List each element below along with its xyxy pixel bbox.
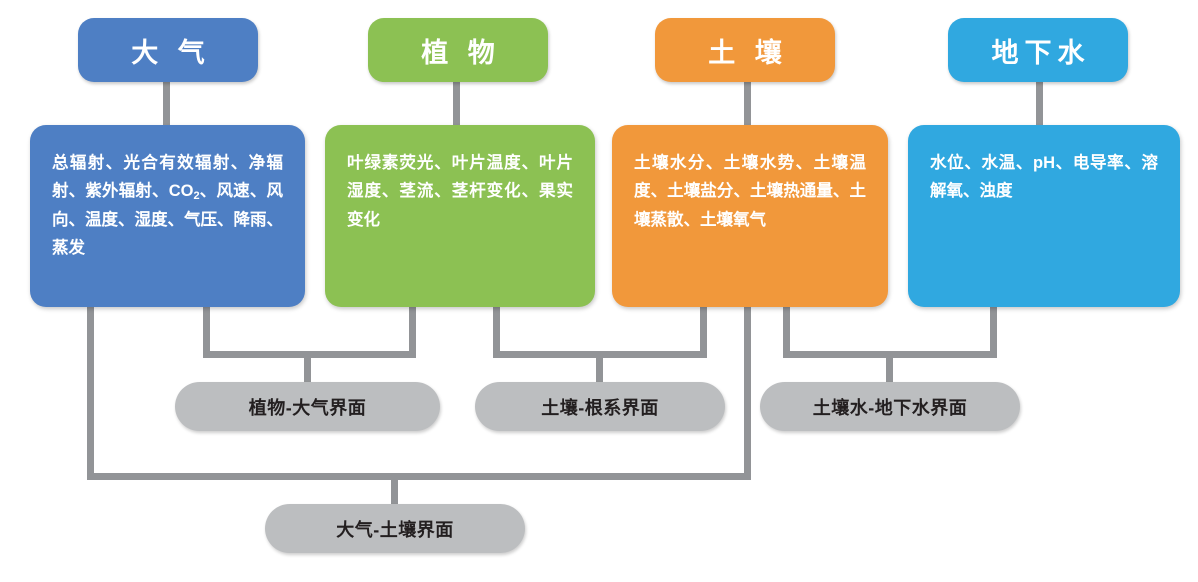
interface-box-soilwater-groundwater[interactable]: 土壤水-地下水界面	[760, 382, 1020, 431]
header-box-groundwater[interactable]: 地下水	[948, 18, 1128, 82]
header-label-soil: 土 壤	[708, 37, 788, 68]
parameters-groundwater: 水位、水温、pH、电导率、溶解氧、浊度	[930, 154, 1158, 201]
header-label-atmosphere: 大 气	[131, 37, 211, 68]
interface-box-soil-root[interactable]: 土壤-根系界面	[475, 382, 725, 431]
connector-stem-soil	[744, 82, 751, 127]
header-label-groundwater: 地下水	[991, 37, 1091, 68]
connector-leg-soil-to-atmsoil	[744, 305, 751, 480]
interface-label-atmosphere-soil: 大气-土壤界面	[336, 519, 454, 540]
connector-stem-groundwater	[1036, 82, 1043, 127]
interface-label-soilwater-groundwater: 土壤水-地下水界面	[812, 397, 968, 418]
interface-box-atmosphere-soil[interactable]: 大气-土壤界面	[265, 504, 525, 553]
connector-stem-atmosphere	[163, 82, 170, 127]
interface-box-plant-atmosphere[interactable]: 植物-大气界面	[175, 382, 440, 431]
interface-label-soil-root: 土壤-根系界面	[541, 397, 659, 418]
connector-drop-atmosphere-soil	[391, 473, 398, 505]
connector-leg-plant-to-plantatm	[409, 305, 416, 358]
content-box-plant: 叶绿素荧光、叶片温度、叶片湿度、茎流、茎杆变化、果实变化	[325, 125, 595, 307]
content-box-groundwater: 水位、水温、pH、电导率、溶解氧、浊度	[908, 125, 1180, 307]
parameters-atmosphere-head: 总辐射、光合有效辐射、净辐射、紫外辐射、CO	[52, 154, 283, 201]
interface-label-plant-atmosphere: 植物-大气界面	[248, 397, 367, 418]
header-box-soil[interactable]: 土 壤	[655, 18, 835, 82]
connector-leg-plant-to-soilroot	[493, 305, 500, 358]
content-box-atmosphere: 总辐射、光合有效辐射、净辐射、紫外辐射、CO2、风速、风向、温度、湿度、气压、降…	[30, 125, 305, 307]
connector-leg-atmosphere-to-plantatm	[203, 305, 210, 358]
parameters-plant: 叶绿素荧光、叶片温度、叶片湿度、茎流、茎杆变化、果实变化	[347, 154, 573, 229]
connector-drop-plant-atmosphere	[304, 351, 311, 384]
header-box-plant[interactable]: 植 物	[368, 18, 548, 82]
header-label-plant: 植 物	[421, 37, 501, 68]
parameters-soil: 土壤水分、土壤水势、土壤温度、土壤盐分、土壤热通量、土壤蒸散、土壤氧气	[634, 154, 866, 229]
parameters-atmosphere: 总辐射、光合有效辐射、净辐射、紫外辐射、CO2、风速、风向、温度、湿度、气压、降…	[52, 154, 283, 257]
connector-leg-atmosphere-to-atmsoil	[87, 305, 94, 480]
parameters-atmosphere-subscript: 2	[193, 190, 200, 203]
header-box-atmosphere[interactable]: 大 气	[78, 18, 258, 82]
connector-leg-soil-to-swgw	[783, 305, 790, 358]
connector-drop-soilwater-groundwater	[886, 351, 893, 384]
content-box-soil: 土壤水分、土壤水势、土壤温度、土壤盐分、土壤热通量、土壤蒸散、土壤氧气	[612, 125, 888, 307]
connector-leg-soil-to-soilroot	[700, 305, 707, 358]
connector-drop-soil-root	[596, 351, 603, 384]
connector-bar-atmosphere-soil	[87, 473, 751, 480]
connector-stem-plant	[453, 82, 460, 127]
connector-leg-groundwater-to-swgw	[990, 305, 997, 358]
parameters-atmosphere-tail: 、风速、风向、温度、湿度、气压、降雨、蒸发	[52, 182, 284, 258]
